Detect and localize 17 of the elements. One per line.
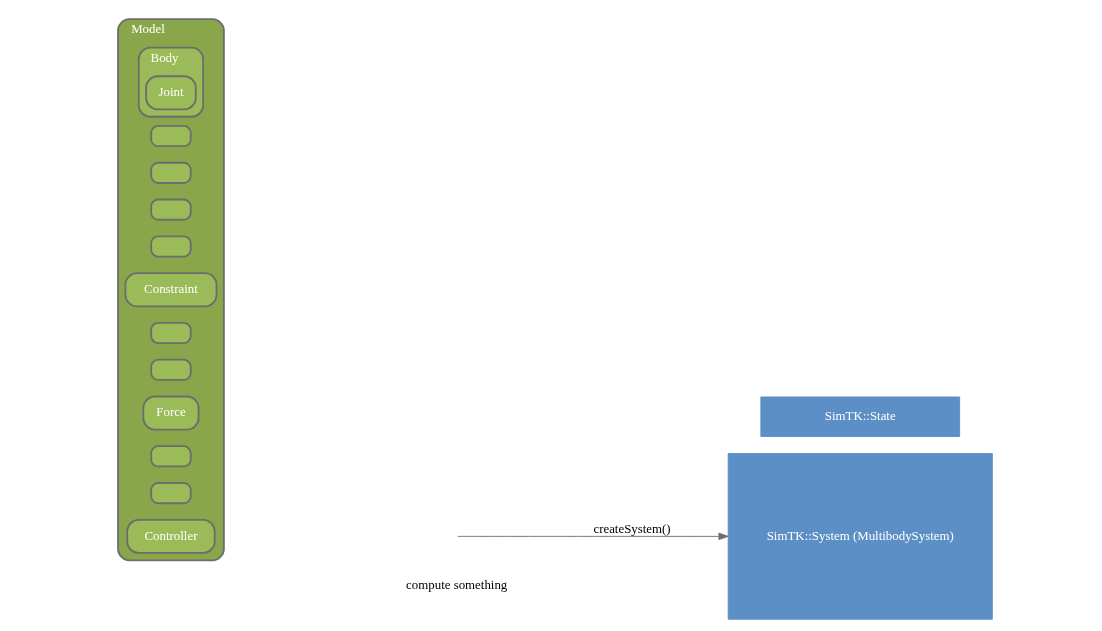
label: compute something: [405, 578, 507, 593]
node-box: [149, 161, 192, 184]
node-box: SimTK::System (MultibodySystem): [727, 453, 993, 620]
node-box: [149, 321, 192, 345]
node-box: [149, 235, 192, 258]
arrow: [456, 532, 729, 541]
node-box: Constraint: [124, 272, 217, 308]
node-box: Joint: [144, 75, 197, 111]
node-box: [149, 482, 192, 505]
node-box: SimTK::State: [759, 396, 960, 437]
node-box: [149, 445, 192, 468]
node-box: [149, 125, 192, 148]
edge-label: createSystem(): [592, 521, 671, 536]
node-box: [149, 198, 192, 221]
node-box: [149, 358, 192, 381]
node-box: Force: [141, 395, 199, 431]
node-box: Controller: [125, 518, 216, 554]
